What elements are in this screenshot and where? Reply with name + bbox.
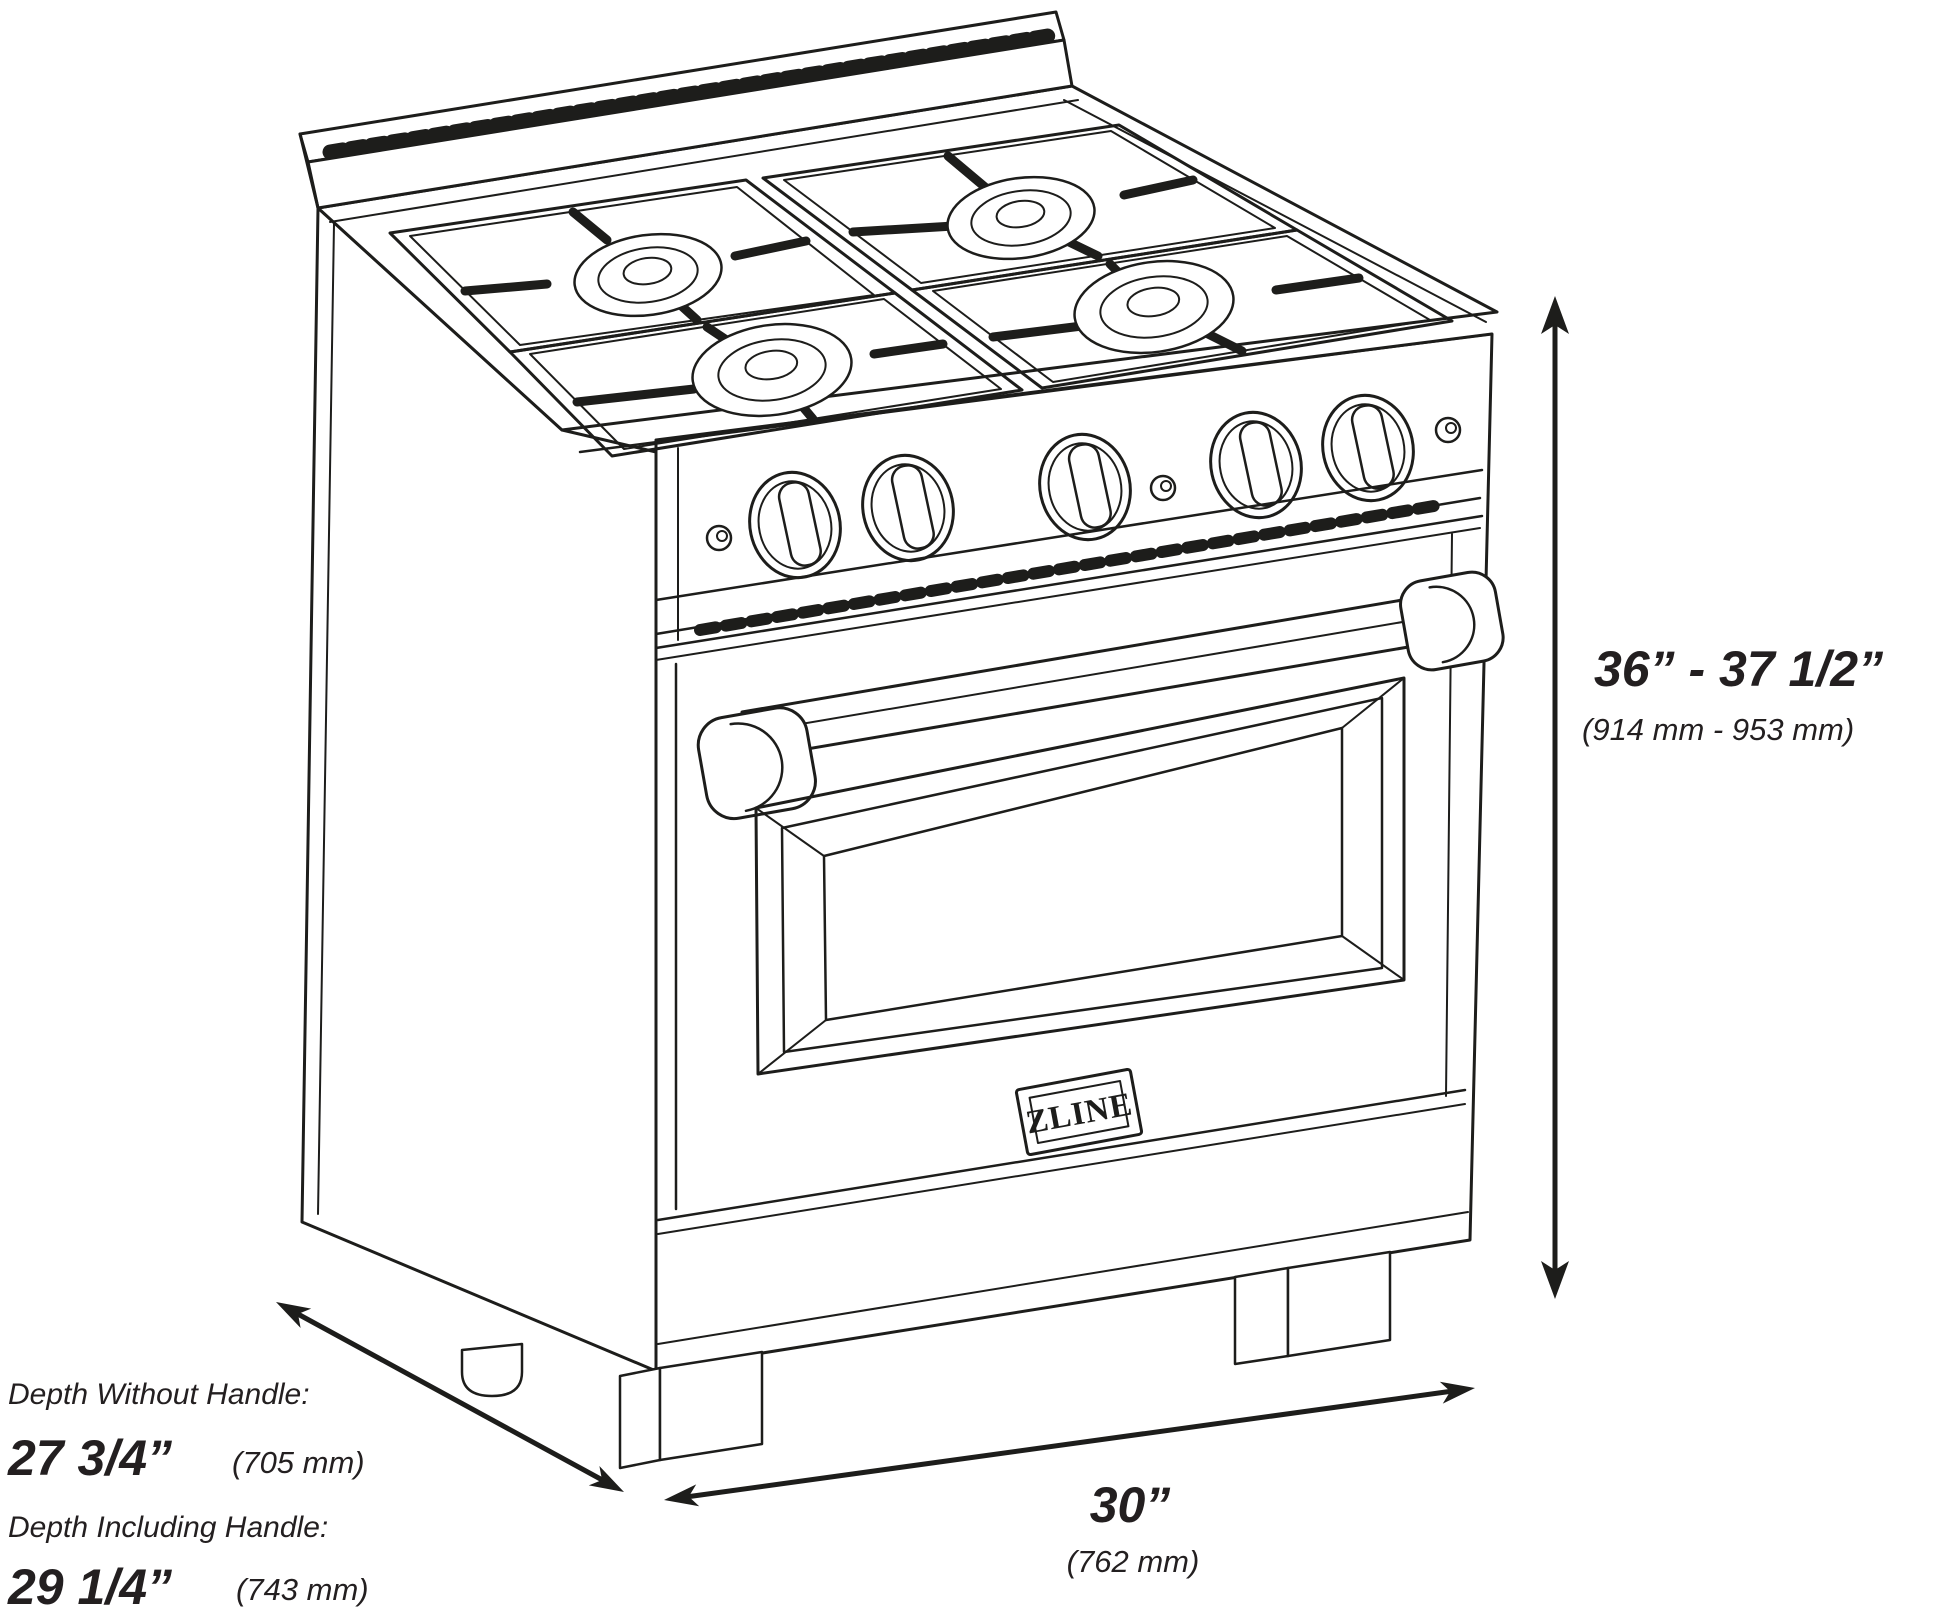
panel-screws (705, 416, 1462, 552)
oven-vent-strip (654, 468, 1484, 661)
width-arrow-left (664, 1484, 700, 1507)
zline-badge: ZLINE (1014, 1067, 1144, 1157)
height-dimension: 36” - 37 1/2” (914 mm - 953 mm) (1541, 296, 1883, 1299)
knob-1 (748, 470, 842, 580)
depth-including-handle-metric: (743 mm) (236, 1572, 369, 1607)
burner-grates (388, 123, 1454, 458)
oven-door-window (754, 676, 1406, 1076)
depth-dimension-line (293, 1310, 609, 1485)
knob-5 (1321, 393, 1415, 503)
depth-including-handle-label: Depth Including Handle: (8, 1511, 328, 1544)
depth-without-handle-label: Depth Without Handle: (8, 1378, 310, 1411)
control-panel (654, 393, 1482, 641)
front-left-foot (618, 1350, 764, 1470)
range-feet (460, 1250, 1392, 1470)
burner-front-right (1073, 259, 1235, 355)
height-metric: (914 mm - 953 mm) (1582, 712, 1854, 747)
depth-without-handle-metric: (705 mm) (232, 1445, 365, 1480)
height-arrow-up (1541, 296, 1569, 334)
knob-2 (861, 453, 955, 563)
burner-back-right (946, 175, 1096, 261)
width-value: 30” (1090, 1477, 1171, 1533)
depth-without-handle-value: 27 3/4” (7, 1430, 172, 1486)
depth-including-handle-value: 29 1/4” (7, 1559, 172, 1615)
rear-left-leg (460, 1342, 524, 1398)
burner-front-left (691, 322, 853, 418)
control-knobs (748, 393, 1415, 580)
width-metric: (762 mm) (1067, 1544, 1200, 1579)
vent-rail-slots (322, 28, 1056, 160)
depth-labels: Depth Without Handle: 27 3/4” (705 mm) D… (7, 1378, 369, 1615)
knob-3 (1038, 432, 1132, 542)
height-arrow-down (1541, 1261, 1569, 1299)
width-arrow-right (1439, 1381, 1475, 1404)
grate-front-left (508, 291, 1024, 458)
oven-vent-slots (694, 499, 1446, 636)
oven-door: ZLINE (656, 533, 1505, 1235)
burner-back-left (573, 232, 723, 318)
depth-arrow-upleft (276, 1302, 312, 1328)
lower-drawer-panel (657, 1211, 1469, 1345)
width-dimension-line (683, 1388, 1456, 1500)
height-value: 36” - 37 1/2” (1594, 641, 1883, 697)
knob-4 (1209, 410, 1303, 520)
front-right-foot (1233, 1250, 1392, 1366)
width-dimension: 30” (762 mm) (664, 1381, 1475, 1579)
depth-dimension: Depth Without Handle: 27 3/4” (705 mm) D… (7, 1302, 624, 1615)
oven-door-handle (696, 570, 1505, 821)
rear-vent-rail (298, 10, 1074, 210)
grate-front-right (910, 228, 1454, 390)
grate-back-left (388, 178, 897, 354)
range-illustration: ZLINE (298, 10, 1505, 1470)
depth-arrow-downright (588, 1466, 624, 1492)
